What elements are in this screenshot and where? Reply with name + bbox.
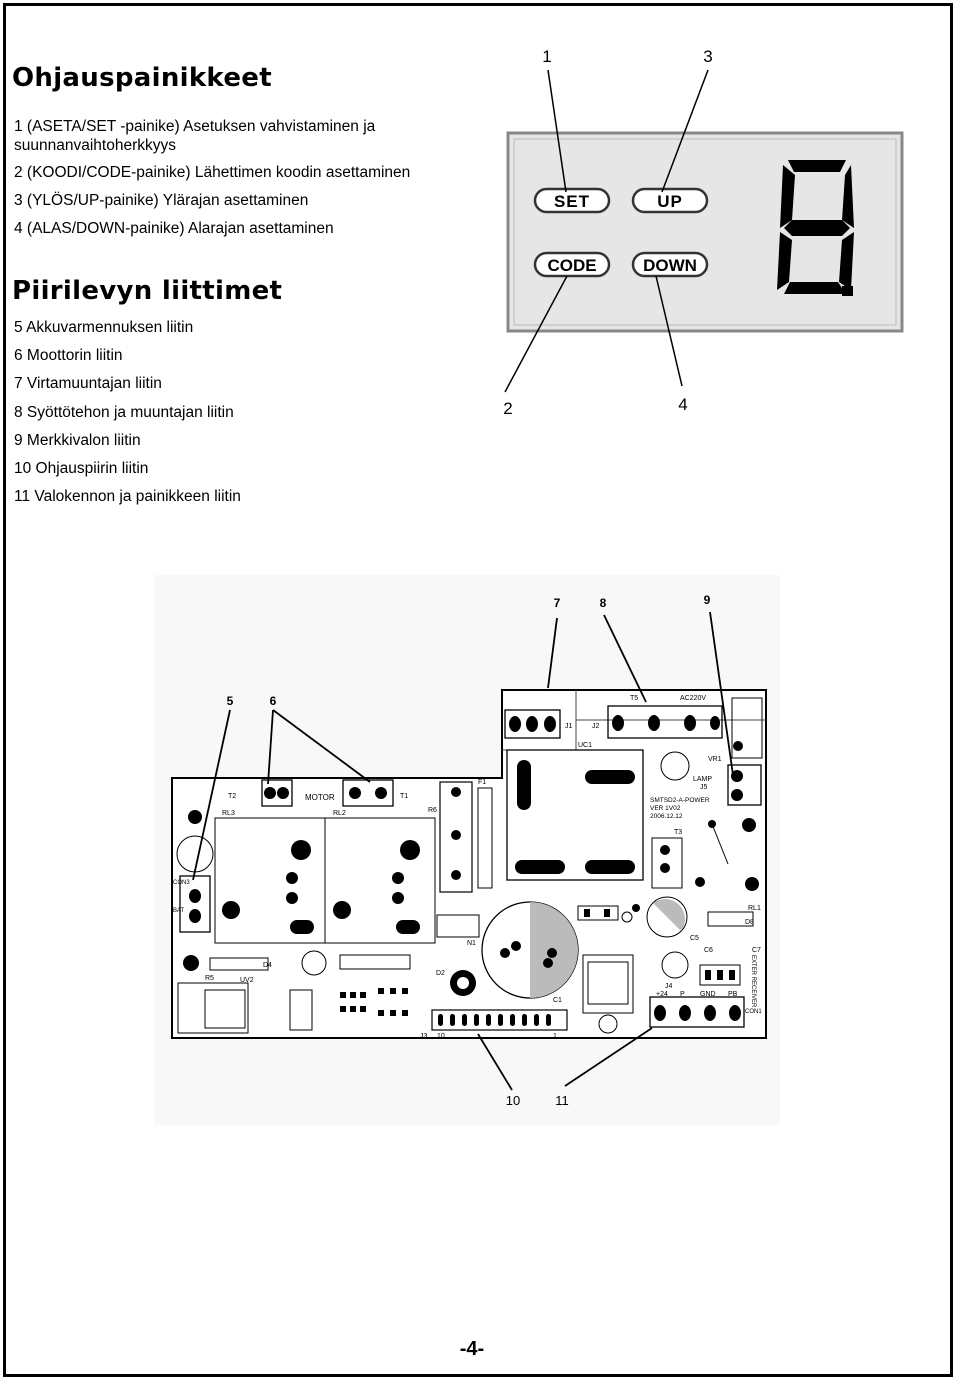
list-item: 7 Virtamuuntajan liitin xyxy=(14,375,162,392)
list-item: 8 Syöttötehon ja muuntajan liitin xyxy=(14,404,234,421)
svg-text:BAT: BAT xyxy=(173,908,185,914)
svg-text:J2: J2 xyxy=(592,723,600,730)
list-item: 3 (YLÖS/UP-painike) Ylärajan asettaminen xyxy=(14,192,309,209)
svg-text:C5: C5 xyxy=(690,935,699,942)
svg-text:UC1: UC1 xyxy=(578,742,592,749)
up-button[interactable] xyxy=(631,187,709,214)
svg-text:RL1: RL1 xyxy=(748,905,761,912)
callout-4: 4 xyxy=(678,395,687,414)
svg-text:J1: J1 xyxy=(565,723,573,730)
code-button[interactable] xyxy=(533,251,611,278)
list-item: 4 (ALAS/DOWN-painike) Alarajan asettamin… xyxy=(14,220,334,237)
svg-text:R5: R5 xyxy=(205,975,214,982)
set-button-label: SET xyxy=(554,192,590,211)
svg-text:J5: J5 xyxy=(700,784,708,791)
svg-text:C6: C6 xyxy=(704,947,713,954)
svg-text:2006.12.12: 2006.12.12 xyxy=(650,813,683,820)
svg-text:PB: PB xyxy=(728,991,738,998)
svg-text:MOTOR: MOTOR xyxy=(305,793,335,802)
svg-text:J4: J4 xyxy=(665,983,673,990)
svg-text:D4: D4 xyxy=(263,962,272,969)
svg-text:P: P xyxy=(680,991,685,998)
callout-5: 5 xyxy=(227,694,234,708)
svg-text:CON3: CON3 xyxy=(173,880,190,886)
svg-text:RL3: RL3 xyxy=(222,810,235,817)
section-title-control-buttons: Ohjauspainikkeet xyxy=(12,63,272,93)
section-title-connectors: Piirilevyn liittimet xyxy=(12,276,283,306)
up-button-label: UP xyxy=(657,192,683,211)
callout-9: 9 xyxy=(704,593,711,607)
down-button[interactable] xyxy=(631,251,709,278)
svg-text:C1: C1 xyxy=(553,997,562,1004)
svg-text:RL2: RL2 xyxy=(333,810,346,817)
svg-text:LAMP: LAMP xyxy=(693,776,712,783)
svg-text:VER 1V02: VER 1V02 xyxy=(650,805,681,812)
page-number: -4- xyxy=(459,1338,485,1360)
down-button-label: DOWN xyxy=(643,256,697,275)
callout-1: 1 xyxy=(542,47,551,66)
decimal-point xyxy=(842,286,853,296)
svg-text:T2: T2 xyxy=(228,793,236,800)
list-item: 9 Merkkivalon liitin xyxy=(14,432,141,449)
svg-text:N1: N1 xyxy=(467,940,476,947)
svg-text:UV2: UV2 xyxy=(240,977,254,984)
list-item: 2 (KOODI/CODE-painike) Lähettimen koodin… xyxy=(14,164,411,181)
control-panel-diagram: SET UP CODE DOWN 1 3 2 4 xyxy=(503,47,904,418)
list-item: 6 Moottorin liitin xyxy=(14,347,123,364)
svg-text:VR1: VR1 xyxy=(708,756,722,763)
callout-11: 11 xyxy=(555,1093,569,1108)
svg-text:10: 10 xyxy=(437,1033,445,1040)
svg-text:R6: R6 xyxy=(428,807,437,814)
callout-10: 10 xyxy=(506,1093,520,1108)
list-item: 1 (ASETA/SET -painike) Asetuksen vahvist… xyxy=(14,118,376,135)
svg-text:1: 1 xyxy=(553,1033,557,1040)
callout-2: 2 xyxy=(503,399,512,418)
svg-text:CON1: CON1 xyxy=(745,1009,762,1015)
svg-text:C7: C7 xyxy=(752,947,761,954)
callout-8: 8 xyxy=(600,596,607,610)
list-item: 10 Ohjauspiirin liitin xyxy=(14,460,149,477)
page-border xyxy=(3,3,953,1377)
list-item: suunnanvaihtoherkkyys xyxy=(14,137,176,154)
svg-text:T3: T3 xyxy=(674,829,682,836)
svg-text:T5: T5 xyxy=(630,695,638,702)
callout-7: 7 xyxy=(554,596,561,610)
svg-text:D8: D8 xyxy=(745,919,754,926)
svg-text:D2: D2 xyxy=(436,970,445,977)
svg-text:AC220V: AC220V xyxy=(680,695,706,702)
svg-text:+24: +24 xyxy=(656,991,668,998)
set-button[interactable] xyxy=(533,187,611,214)
svg-text:EXTER RECEIVER: EXTER RECEIVER xyxy=(750,955,756,1008)
svg-text:GND: GND xyxy=(700,991,716,998)
seven-segment-display xyxy=(777,160,854,296)
pcb-diagram: J1 J2 UC1 T5 AC220V VR1 LAMP J5 SMTSD2-A… xyxy=(155,575,780,1125)
code-button-label: CODE xyxy=(547,256,596,275)
svg-text:SMTSD2-A-POWER: SMTSD2-A-POWER xyxy=(650,797,710,804)
list-item: 11 Valokennon ja painikkeen liitin xyxy=(14,488,241,505)
svg-text:F1: F1 xyxy=(478,779,486,786)
svg-text:T1: T1 xyxy=(400,793,408,800)
list-item: 5 Akkuvarmennuksen liitin xyxy=(14,319,194,336)
callout-3: 3 xyxy=(703,47,712,66)
callout-6: 6 xyxy=(270,694,277,708)
svg-text:J3: J3 xyxy=(420,1033,428,1040)
